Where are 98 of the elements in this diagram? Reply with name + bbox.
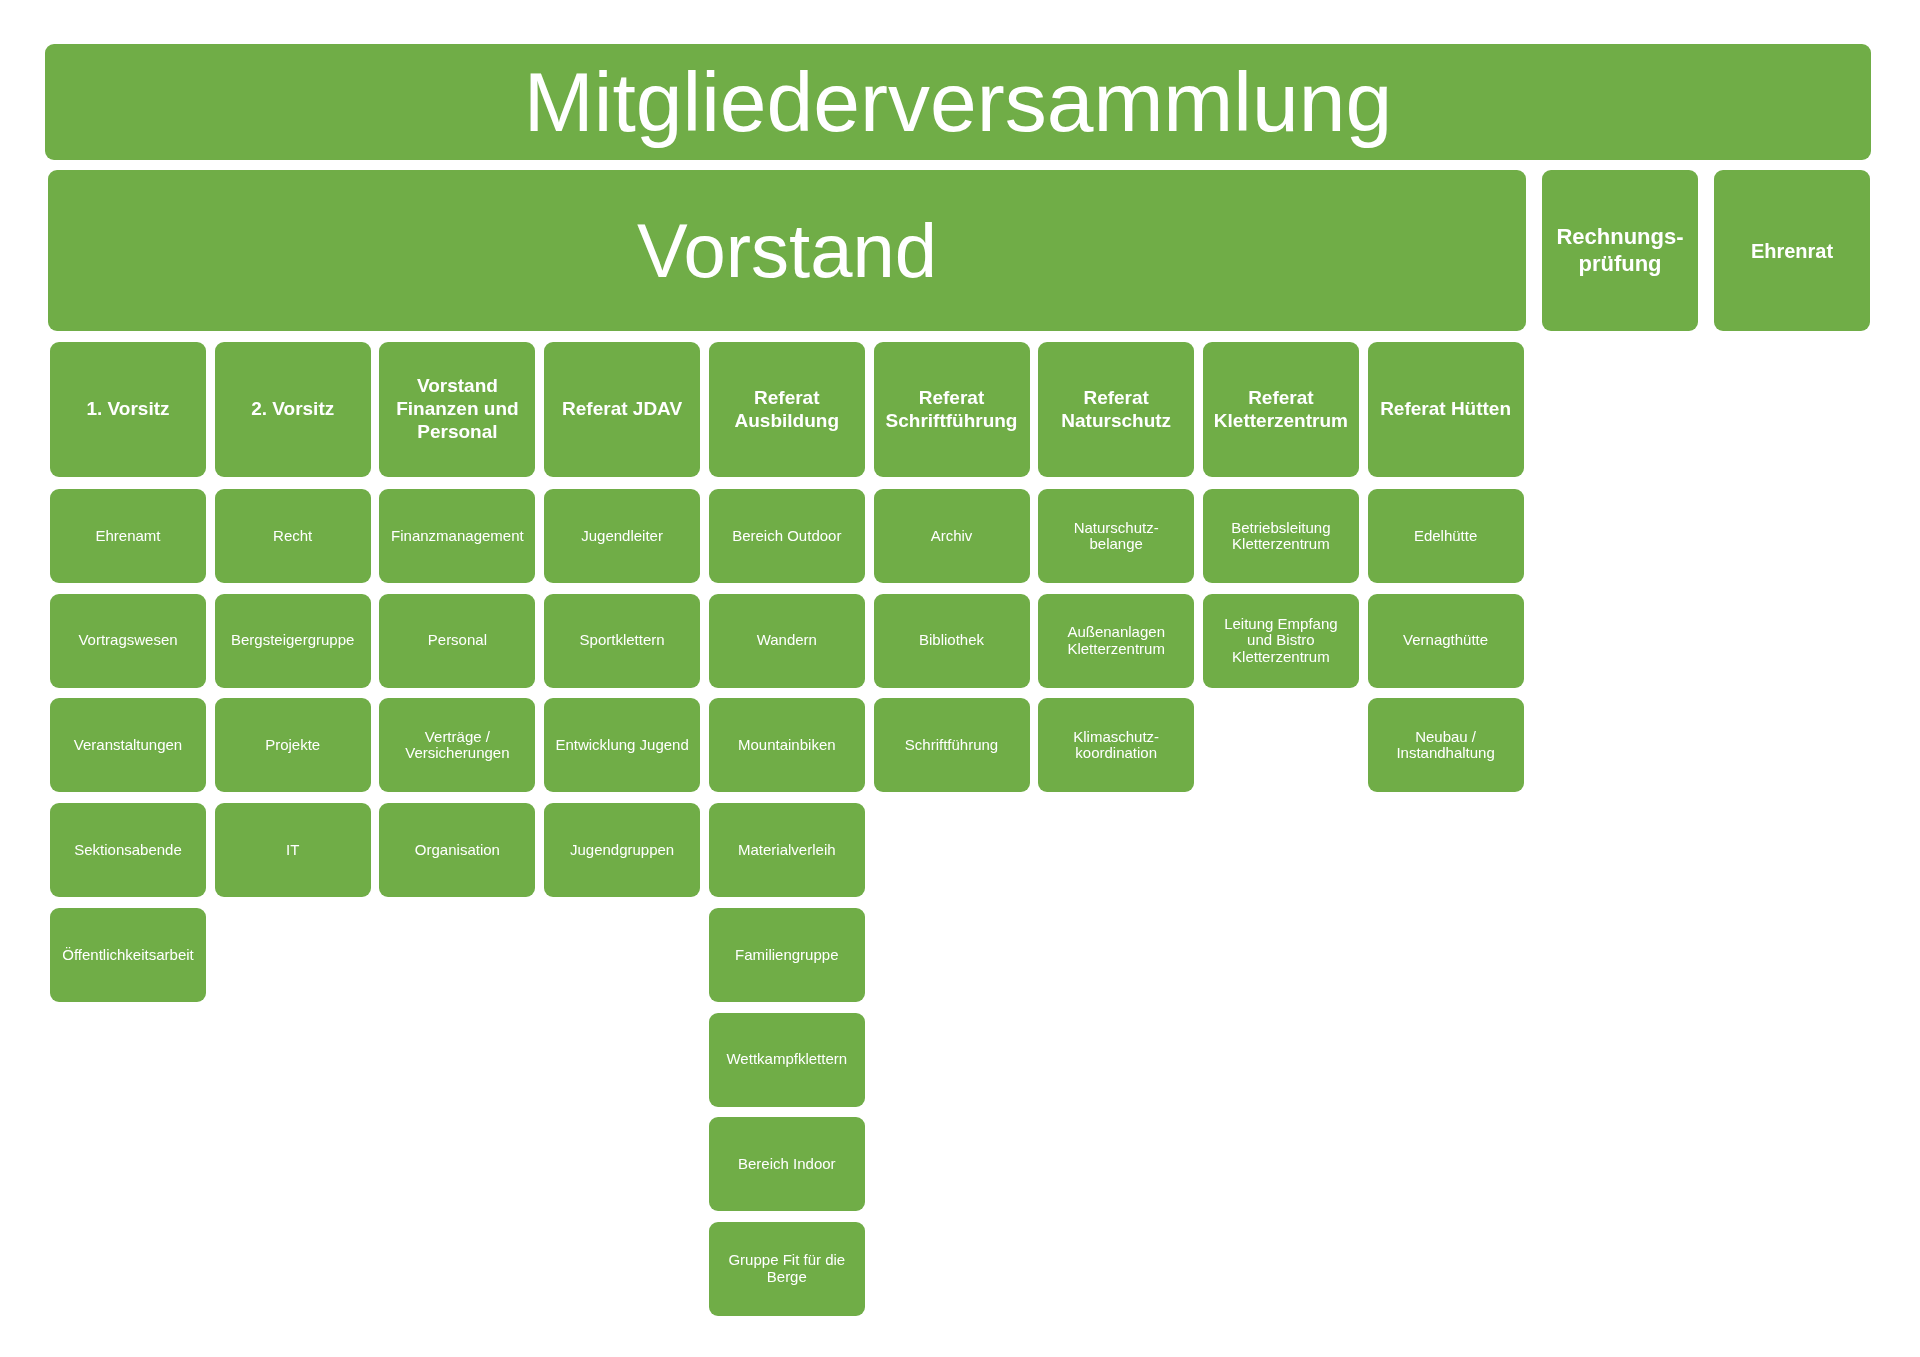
unit-box [1202,489,1359,583]
unit-label: Materialverleih [738,841,836,859]
unit-label: Verträge / Versicherungen [404,728,511,762]
unit-label: Klimaschutz- koordination [1072,728,1161,762]
body-title: Referat Naturschutz [1060,386,1173,433]
unit-box [1367,593,1524,688]
unit-box [544,489,701,583]
unit-label: Naturschutz- belange [1072,519,1160,553]
body-title: Vorstand [637,206,937,295]
unit-box [708,907,865,1002]
unit-label: Außenanlagen Kletterzentrum [1066,624,1166,658]
body-title: Rechnungs- prüfung [1555,224,1685,277]
body-title: Referat Hütten [1380,398,1512,421]
unit-box [1038,698,1195,793]
body-title: Vorstand Finanzen und Personal [395,375,520,444]
body-title: Referat JDAV [562,398,683,421]
unit-label: Finanzmanagement [391,527,524,545]
unit-label: Projekte [265,737,321,754]
unit-label: Jugendgruppen [569,841,675,859]
unit-box [50,803,206,898]
org-body-box [708,342,865,477]
unit-box [214,489,371,583]
org-body-box [1367,342,1524,477]
unit-box [1202,593,1359,688]
unit-label: Wandern [756,632,817,649]
org-body-box [214,342,371,477]
org-body-box [873,342,1030,477]
unit-label: Bergsteigergruppe [230,632,355,649]
body-title: Mitgliederversammlung [523,53,1393,151]
body-title: 2. Vorsitz [251,398,335,421]
unit-label: Organisation [414,841,500,859]
unit-box [708,803,865,898]
unit-label: Schriftführung [904,737,999,754]
unit-label: Betriebsleitung Kletterzentrum [1230,519,1332,553]
unit-box [50,907,206,1002]
org-body-box [544,342,701,477]
unit-box [214,698,371,793]
unit-box [873,489,1030,583]
org-body-box [48,170,1526,331]
unit-box [50,489,206,583]
unit-label: Sportklettern [579,632,665,649]
unit-label: Entwicklung Jugend [555,737,689,754]
body-title: Referat Ausbildung [733,386,841,433]
unit-box [50,698,206,793]
unit-label: Ehrenamt [95,527,161,545]
unit-label: Bereich Outdoor [732,527,842,545]
unit-label: Archiv [930,527,973,545]
org-body-box [1202,342,1359,477]
unit-box [1038,593,1195,688]
unit-label: Leitung Empfang und Bistro Kletterzentrum [1223,615,1339,666]
unit-box [1367,698,1524,793]
unit-box [214,803,371,898]
unit-box [708,489,865,583]
unit-box [873,593,1030,688]
unit-box [544,698,701,793]
unit-box [708,1117,865,1212]
unit-label: Bereich Indoor [738,1155,836,1173]
body-title: Referat Kletterzentrum [1212,386,1349,433]
unit-box [50,593,206,688]
unit-box [379,489,536,583]
unit-box [708,593,865,688]
unit-box [1367,489,1524,583]
org-body-box [1038,342,1195,477]
unit-label: Jugendleiter [581,527,663,545]
unit-box [379,593,536,688]
unit-label: Mountainbiken [738,737,836,754]
unit-box [873,698,1030,793]
unit-box [708,1221,865,1316]
unit-label: Gruppe Fit für die Berge [727,1252,847,1286]
unit-label: Familiengruppe [735,946,839,964]
unit-label: Bibliothek [918,632,984,649]
org-body-box [1542,170,1698,331]
body-title: 1. Vorsitz [86,398,170,421]
unit-box [544,803,701,898]
unit-label: Recht [273,527,313,545]
org-body-box [379,342,536,477]
unit-box [214,593,371,688]
unit-label: Neubau / Instandhaltung [1395,728,1496,762]
unit-label: Veranstaltungen [73,737,183,754]
unit-label: Vernagthütte [1403,632,1489,649]
unit-label: Vortragswesen [78,632,178,649]
unit-label: Sektionsabende [74,841,182,859]
unit-box [708,698,865,793]
unit-label: Wettkampfklettern [726,1051,848,1068]
body-title: Ehrenrat [1750,238,1834,263]
org-body-box [45,44,1871,160]
unit-box [379,698,536,793]
unit-label: Öffentlichkeitsarbeit [62,946,194,964]
unit-box [544,593,701,688]
unit-label: Edelhütte [1413,527,1478,545]
unit-label: IT [286,841,300,859]
org-body-box [1714,170,1870,331]
unit-box [1038,489,1195,583]
unit-box [379,803,536,898]
unit-box [708,1012,865,1107]
unit-label: Personal [427,632,487,649]
org-body-box [50,342,206,477]
body-title: Referat Schriftführung [884,386,1019,433]
